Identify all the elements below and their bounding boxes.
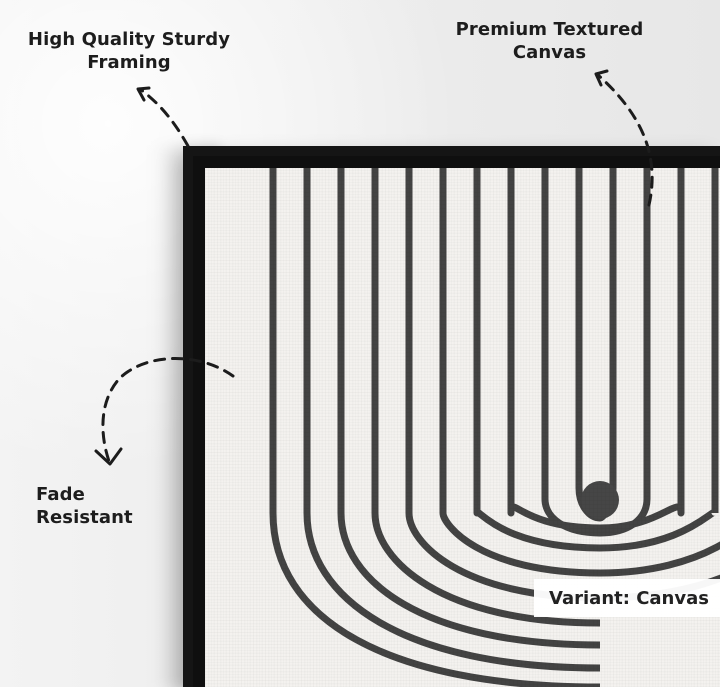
art-canvas — [205, 168, 720, 687]
fade-arrowhead-icon — [94, 447, 123, 466]
framing-arrow-icon — [138, 87, 190, 148]
fade-resistant-callout: Fade Resistant — [36, 484, 133, 528]
variant-badge: Variant: Canvas — [534, 579, 720, 617]
variant-label: Variant: Canvas — [549, 587, 709, 609]
framing-callout: High Quality Sturdy Framing — [27, 29, 231, 73]
arch-artwork — [205, 168, 720, 687]
canvas-callout: Premium Textured Canvas — [455, 19, 644, 63]
framing-arrowhead-icon — [136, 86, 151, 102]
canvas-arrowhead-icon — [594, 69, 609, 87]
